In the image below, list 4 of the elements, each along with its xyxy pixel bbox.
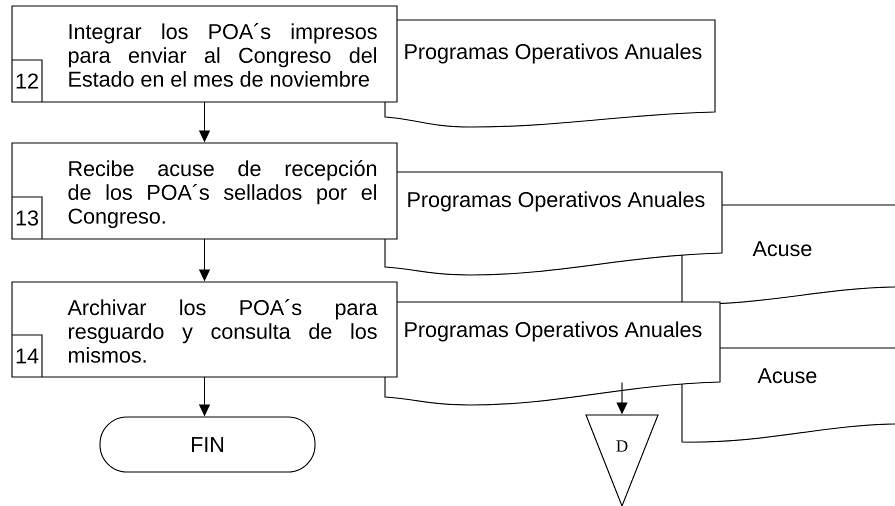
step-number: 13 bbox=[11, 196, 43, 240]
step-number: 14 bbox=[11, 334, 43, 378]
connector-triangle: D bbox=[585, 414, 659, 506]
step-number: 12 bbox=[11, 59, 43, 103]
